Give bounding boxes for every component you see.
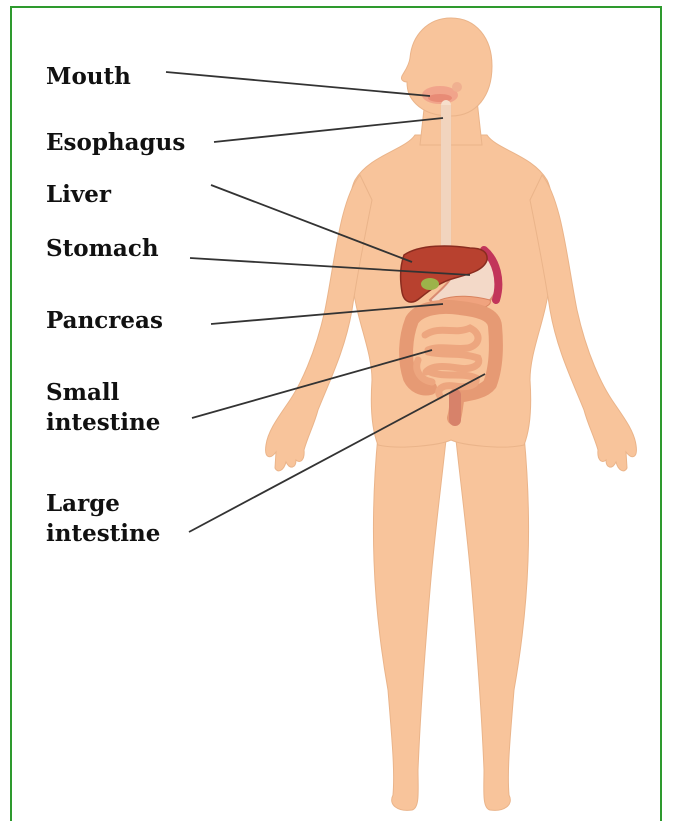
left-leg: [373, 435, 446, 810]
left-arm: [266, 175, 372, 471]
right-leg: [456, 435, 529, 810]
liver-label: Liver: [46, 180, 111, 210]
esophagus-leader-line: [214, 118, 443, 142]
large-intestine-label: Large intestine: [46, 489, 160, 549]
pancreas-label: Pancreas: [46, 306, 163, 336]
mouth-label: Mouth: [46, 62, 131, 92]
stomach-label: Stomach: [46, 234, 159, 264]
mouth-leader-line: [166, 72, 430, 96]
right-arm: [530, 175, 636, 471]
gallbladder: [421, 278, 439, 290]
esophagus-label: Esophagus: [46, 128, 185, 158]
small-intestine-label: Small intestine: [46, 378, 160, 438]
